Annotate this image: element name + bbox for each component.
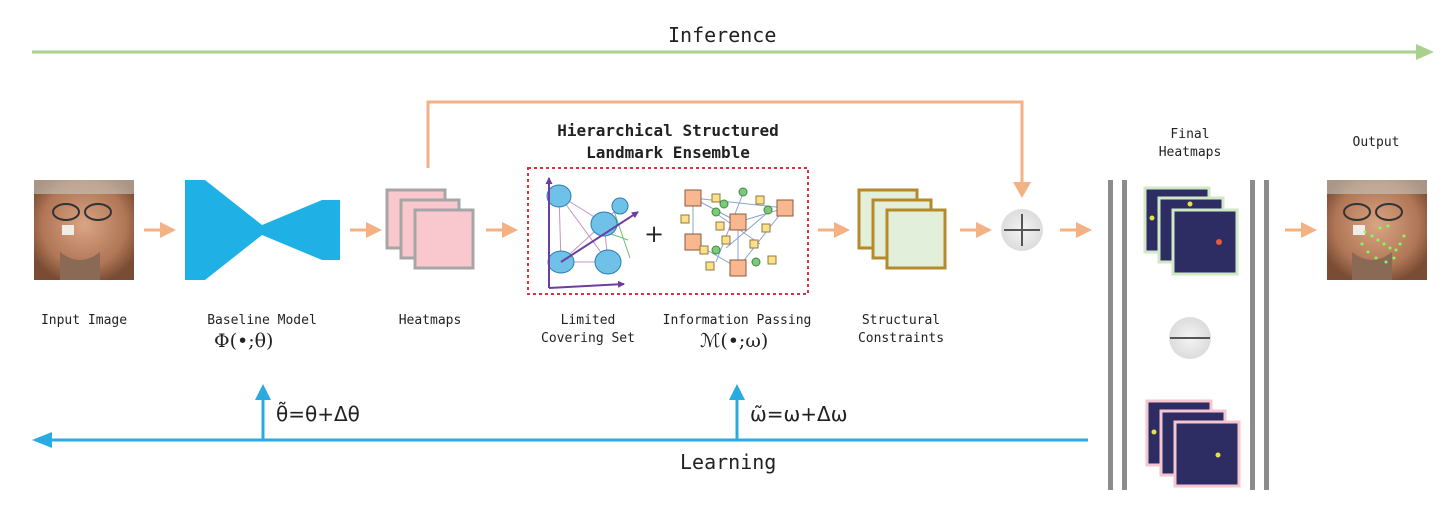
learning-arrow [32, 432, 1088, 448]
limited-covering-line1: Limited [560, 313, 616, 328]
plus-sign: + [644, 220, 665, 248]
omega-update-arrow [729, 384, 745, 440]
inference-label: Inference [668, 23, 777, 47]
information-passing-label: Information Passing [662, 313, 812, 328]
limited-covering-line2: Covering Set [541, 331, 635, 346]
covering-set-graph-icon [545, 177, 639, 289]
baseline-symbol: Φ(•;θ) [214, 330, 274, 352]
info-symbol: ℳ(•;ω) [700, 330, 769, 352]
final-heatmaps-line2: Heatmaps [1158, 145, 1222, 160]
ensemble-title-line1: Hierarchical Structured [557, 121, 779, 140]
face-output-icon [1327, 180, 1427, 280]
final-heatmaps-label: Final Heatmaps [1140, 126, 1240, 162]
final-heatmaps-line1: Final [1170, 127, 1210, 142]
ensemble-box [527, 167, 809, 295]
baseline-model-network [185, 180, 340, 280]
theta-update-arrow [255, 384, 271, 440]
ensemble-title: Hierarchical Structured Landmark Ensembl… [518, 120, 818, 164]
inference-arrow [32, 44, 1434, 60]
minus-icon [1169, 317, 1211, 359]
structural-line1: Structural [861, 313, 941, 328]
omega-update-label: ω̃=ω+Δω [750, 402, 848, 426]
theta-update-label: θ̃=θ+Δθ [276, 402, 360, 426]
structural-constraints-label: Structural Constraints [846, 312, 956, 348]
learning-label: Learning [680, 450, 777, 474]
heatmaps-stack [385, 188, 475, 270]
structural-constraints-stack [857, 188, 947, 270]
baseline-model-label: Baseline Model [207, 313, 317, 328]
face-input-icon [34, 180, 134, 280]
ensemble-title-line2: Landmark Ensemble [586, 143, 750, 162]
skip-connection-arrow [426, 100, 1031, 198]
sum-icon [1001, 209, 1043, 251]
information-graph-icon [680, 187, 794, 277]
limited-covering-label: Limited Covering Set [528, 312, 648, 348]
final-heatmaps-positive [1143, 186, 1239, 276]
heatmaps-label: Heatmaps [398, 313, 462, 328]
structural-line2: Constraints [857, 331, 945, 346]
final-heatmaps-brackets [1108, 180, 1269, 490]
output-label: Output [1352, 135, 1400, 150]
flow-arrow-heads [160, 222, 1317, 238]
final-heatmaps-negative [1145, 399, 1241, 488]
input-image-label: Input Image [40, 313, 128, 328]
